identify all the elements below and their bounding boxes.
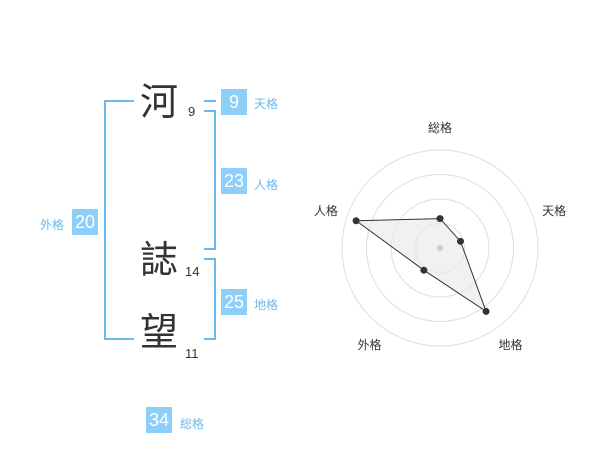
stroke-count-2: 14 [185, 264, 200, 279]
tenkaku-value: 9 [221, 89, 247, 115]
gaikaku-label: 外格 [40, 218, 65, 232]
stroke-count-1: 9 [188, 104, 196, 119]
radar-ring-4 [341, 149, 539, 347]
chikaku-bracket-top [204, 258, 216, 260]
radar-point-4 [352, 217, 360, 225]
tenkaku-label: 天格 [254, 97, 279, 111]
gaikaku-bracket-vertical [104, 100, 106, 340]
radar-point-1 [457, 237, 465, 245]
gaikaku-bracket-bottom [104, 338, 134, 340]
name-char-2: 誌 [140, 238, 179, 282]
chikaku-label: 地格 [254, 298, 279, 312]
jinkaku-value: 23 [221, 168, 247, 194]
jinkaku-bracket-vertical [214, 110, 216, 250]
stroke-count-3: 11 [185, 346, 199, 361]
chikaku-value: 25 [221, 289, 247, 315]
radar-polygon [354, 218, 488, 313]
name-char-1: 河 [140, 80, 179, 124]
radar-axis-label-1: 天格 [542, 203, 566, 218]
radar-point-0 [436, 215, 444, 223]
radar-ring-2 [390, 198, 490, 298]
name-char-3: 望 [140, 310, 179, 354]
radar-axis-label-0: 総格 [428, 120, 452, 135]
jinkaku-label: 人格 [254, 178, 279, 192]
gaikaku-bracket-top [104, 100, 134, 102]
radar-axis-label-2: 地格 [499, 337, 523, 352]
radar-ring-3 [366, 174, 514, 322]
gaikaku-value: 20 [72, 209, 98, 235]
radar-point-2 [482, 307, 490, 315]
radar-axis-label-3: 外格 [357, 337, 381, 352]
radar-center-dot [437, 245, 443, 251]
chikaku-bracket-bottom [204, 338, 216, 340]
chikaku-bracket-vertical [214, 258, 216, 340]
soukaku-value: 34 [146, 407, 172, 433]
tenkaku-bracket [204, 100, 216, 102]
jinkaku-bracket-top [204, 110, 216, 112]
soukaku-label: 総格 [180, 417, 205, 431]
radar-point-3 [420, 266, 428, 274]
jinkaku-bracket-bottom [204, 248, 216, 250]
radar-axis-label-4: 人格 [314, 203, 338, 218]
